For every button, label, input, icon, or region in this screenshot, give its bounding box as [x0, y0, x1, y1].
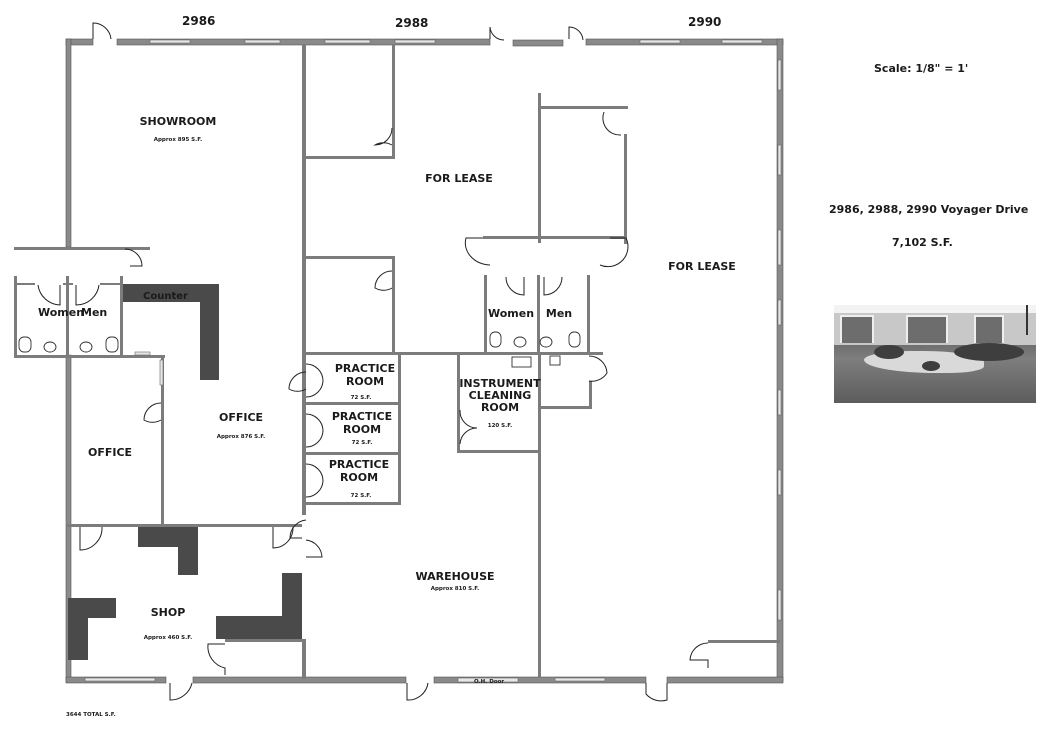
- unit-label-2990: 2990: [688, 15, 721, 29]
- restroom-men-2988: Men: [546, 307, 572, 320]
- door-2990-rear: [645, 683, 668, 702]
- restroom-fixtures-2988: [489, 331, 581, 348]
- door-2988-front: [489, 26, 505, 41]
- counter-label: Counter: [143, 291, 188, 302]
- practice-room-2: PRACTICE ROOM 72 S.F.: [332, 410, 392, 446]
- room-showroom-name: SHOWROOM: [140, 115, 217, 128]
- door-shop-rear: [169, 682, 193, 701]
- room-showroom-area: Approx 895 S.F.: [154, 137, 203, 143]
- room-for-lease-2990: FOR LEASE: [668, 260, 736, 273]
- practice-room-2-area: 72 S.F.: [352, 440, 373, 446]
- door-closet-2990: [689, 642, 709, 668]
- practice-room-1-line1: PRACTICE: [335, 362, 395, 375]
- practice-room-3-line1: PRACTICE: [329, 458, 389, 471]
- restroom-women-2988: Women: [488, 307, 534, 320]
- restroom-fixtures-2986: [18, 336, 119, 353]
- address-label: 2986, 2988, 2990 Voyager Drive: [829, 203, 1029, 216]
- practice-room-1: PRACTICE ROOM 72 S.F.: [335, 362, 395, 401]
- oh-door-label: O.H. Door: [474, 679, 504, 685]
- room-office-main-area: Approx 876 S.F.: [217, 434, 266, 440]
- room-shop-name: SHOP: [151, 606, 186, 619]
- building-exterior-photo: [834, 305, 1036, 403]
- instrument-cleaning-room: INSTRUMENT CLEANING ROOM 120 S.F.: [459, 377, 541, 429]
- instrument-room-line2: CLEANING: [469, 389, 532, 402]
- instrument-room-line3: ROOM: [481, 401, 519, 414]
- practice-room-3-line2: ROOM: [340, 471, 378, 484]
- unit-2986-walls: Counter: [14, 45, 323, 679]
- restroom-men-2986: Men: [81, 306, 107, 319]
- unit-label-2988: 2988: [395, 16, 428, 30]
- room-for-lease-2988: FOR LEASE: [425, 172, 493, 185]
- door-2986-front: [92, 22, 112, 40]
- practice-room-1-line2: ROOM: [346, 375, 384, 388]
- practice-room-2-line2: ROOM: [343, 423, 381, 436]
- room-office-main-name: OFFICE: [219, 411, 263, 424]
- unit-2988-walls: [303, 45, 629, 678]
- practice-room-3: PRACTICE ROOM 72 S.F.: [329, 458, 389, 499]
- room-warehouse-name: WAREHOUSE: [415, 570, 494, 583]
- room-office-small-name: OFFICE: [88, 446, 132, 459]
- instrument-room-area: 120 S.F.: [488, 423, 512, 429]
- door-warehouse-rear: [406, 682, 429, 701]
- total-area-label: 7,102 S.F.: [892, 236, 953, 249]
- instrument-room-line1: INSTRUMENT: [459, 377, 541, 390]
- unit-label-2986: 2986: [182, 14, 215, 28]
- door-2990-front: [568, 26, 584, 41]
- room-warehouse-area: Approx 810 S.F.: [431, 586, 480, 592]
- practice-room-3-area: 72 S.F.: [351, 493, 372, 499]
- practice-room-1-area: 72 S.F.: [351, 395, 372, 401]
- room-shop-area: Approx 460 S.F.: [144, 635, 193, 641]
- exterior-walls: [65, 38, 784, 684]
- closet-2990-wall: [708, 640, 780, 643]
- footer-total-area: 3644 TOTAL S.F.: [66, 712, 116, 718]
- scale-label: Scale: 1/8" = 1': [874, 62, 969, 75]
- restroom-women-2986: Women: [38, 306, 84, 319]
- practice-room-2-line1: PRACTICE: [332, 410, 392, 423]
